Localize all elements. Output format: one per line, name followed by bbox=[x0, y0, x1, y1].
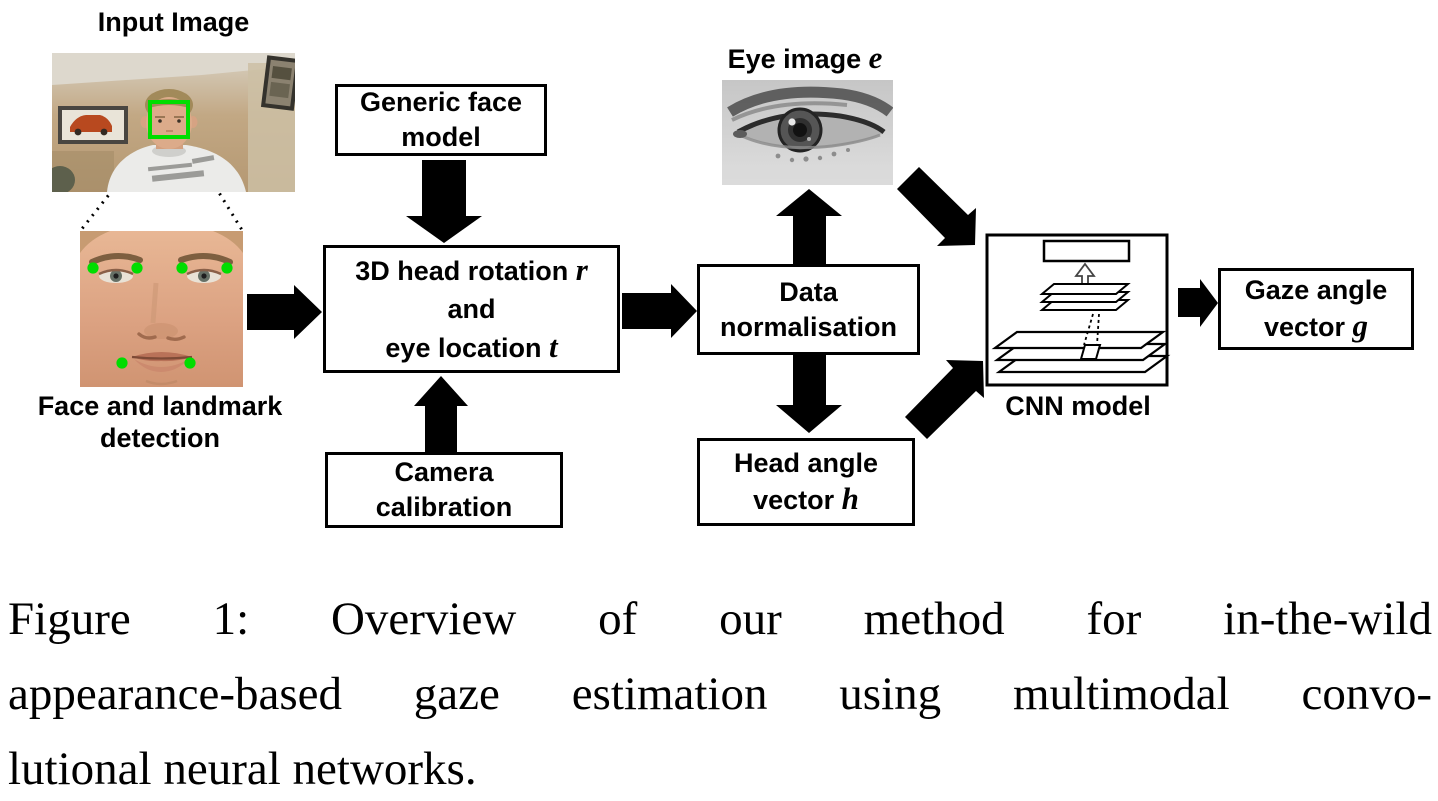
webcam-photo bbox=[52, 53, 295, 192]
eye-photo bbox=[722, 80, 893, 185]
face-detection-label-line2: detection bbox=[99, 423, 220, 453]
arrow-up-icon-norm-to-eye bbox=[776, 189, 842, 264]
arrow-right-icon-cnn-to-gaze bbox=[1178, 279, 1218, 327]
cnn-conv-patch bbox=[1079, 344, 1102, 360]
rotation-variable-r: r bbox=[575, 252, 588, 287]
generic-face-model-line1: Generic face bbox=[359, 87, 523, 117]
camera-calibration-line1: Camera bbox=[394, 457, 494, 487]
head-angle-variable-h: h bbox=[841, 481, 859, 516]
cnn-model-label: CNN model bbox=[1005, 391, 1151, 421]
data-normalisation-line1: Data bbox=[779, 276, 838, 307]
head-angle-box: Head angle vector h bbox=[697, 438, 915, 526]
wall-frame bbox=[260, 55, 295, 111]
caption-line3: lutional neural networks. bbox=[8, 743, 477, 795]
gaze-vector-text: vector bbox=[1263, 312, 1353, 342]
face-crop-photo bbox=[80, 231, 243, 387]
head-angle-line1: Head angle bbox=[733, 448, 879, 478]
camera-calibration-box: Camera calibration bbox=[325, 452, 563, 528]
car-picture-frame bbox=[58, 106, 128, 144]
eye-location-text: eye location bbox=[385, 333, 549, 363]
landmark-dot bbox=[131, 262, 143, 274]
face-detection-label: Face and landmark detection bbox=[10, 390, 310, 454]
generic-face-model-line2: model bbox=[401, 122, 481, 152]
cnn-illustration bbox=[985, 233, 1171, 387]
face-bounding-box bbox=[148, 100, 190, 139]
arrow-down-icon-norm-to-headangle bbox=[776, 355, 842, 433]
camera-calibration-line2: calibration bbox=[375, 492, 513, 522]
input-image-label: Input Image bbox=[97, 7, 250, 37]
cnn-output-layer bbox=[1042, 239, 1131, 263]
arrow-right-icon-rotation-to-norm bbox=[622, 284, 697, 338]
data-normalisation-line2: normalisation bbox=[719, 311, 898, 342]
gaze-angle-box: Gaze angle vector g bbox=[1218, 268, 1414, 350]
head-rotation-line2: and bbox=[447, 294, 496, 324]
data-normalisation-box: Data normalisation bbox=[697, 264, 920, 355]
head-rotation-line1: 3D head rotation r bbox=[355, 251, 588, 290]
head-rotation-text: 3D head rotation bbox=[355, 256, 576, 286]
arrow-down-icon-generic-to-rotation bbox=[406, 160, 482, 243]
landmark-dot bbox=[184, 357, 196, 369]
rotation-variable-t: t bbox=[548, 329, 558, 364]
arrow-diagonal-icon-eye-to-cnn bbox=[897, 167, 976, 246]
landmark-dot bbox=[116, 357, 128, 369]
eye-image-text: Eye image bbox=[727, 44, 869, 74]
head-angle-vector-text: vector bbox=[753, 485, 842, 515]
landmark-dots bbox=[87, 262, 233, 369]
eye-image-variable-e: e bbox=[868, 40, 883, 75]
arrow-diagonal-icon-headangle-to-cnn bbox=[905, 360, 984, 439]
eye-image-label: Eye image e bbox=[690, 42, 920, 75]
head-rotation-box: 3D head rotation r and eye location t bbox=[323, 245, 620, 373]
head-rotation-line3: eye location t bbox=[385, 328, 557, 367]
arrow-right-icon-face-to-rotation bbox=[247, 285, 322, 339]
gaze-angle-line1: Gaze angle bbox=[1244, 275, 1388, 305]
arrow-up-icon-camera-to-rotation bbox=[414, 376, 468, 452]
landmark-dot bbox=[87, 262, 99, 274]
caption-line2: appearance-based gaze estimation using m… bbox=[8, 668, 1432, 720]
projection-dashed-line-left bbox=[79, 138, 155, 231]
head-angle-line2: vector h bbox=[753, 481, 859, 518]
flow-arrows-layer bbox=[79, 138, 1218, 452]
caption-line1: Figure 1: Overview of our method for in-… bbox=[8, 593, 1432, 645]
generic-face-model-box: Generic face model bbox=[335, 84, 547, 156]
figure-caption: Figure 1: Overview of our method for in-… bbox=[8, 582, 1432, 801]
gaze-variable-g: g bbox=[1352, 308, 1369, 343]
gaze-angle-line2: vector g bbox=[1264, 308, 1368, 345]
landmark-dot bbox=[221, 262, 233, 274]
landmark-dot bbox=[176, 262, 188, 274]
face-detection-label-line1: Face and landmark bbox=[37, 391, 283, 421]
